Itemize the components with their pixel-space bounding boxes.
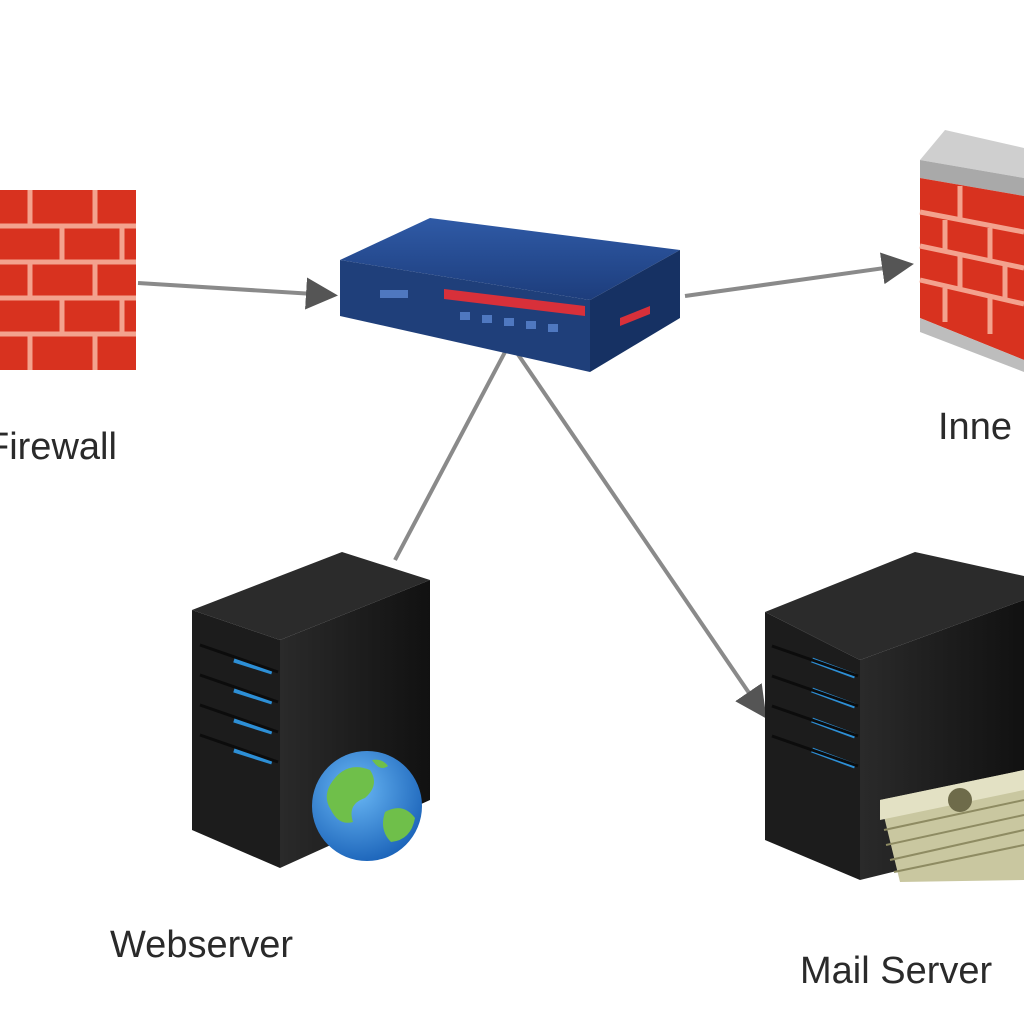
edge-router-inner-firewall <box>684 252 914 298</box>
firewall-icon <box>0 190 136 370</box>
connectors <box>137 252 914 719</box>
mailserver-label: Mail Server <box>800 950 993 992</box>
inner-firewall-label: Inne <box>938 406 1012 448</box>
edge-router-mailserver <box>513 348 767 719</box>
money-stack-icon <box>880 770 1024 882</box>
network-switch-icon <box>340 218 680 372</box>
webserver-icon <box>192 552 430 868</box>
edge-router-webserver <box>393 351 507 561</box>
inner-firewall-icon <box>919 130 1024 372</box>
firewall-label: Firewall <box>0 426 117 468</box>
webserver-label: Webserver <box>110 924 294 966</box>
globe-icon <box>312 751 422 861</box>
edge-firewall-router <box>137 277 338 310</box>
